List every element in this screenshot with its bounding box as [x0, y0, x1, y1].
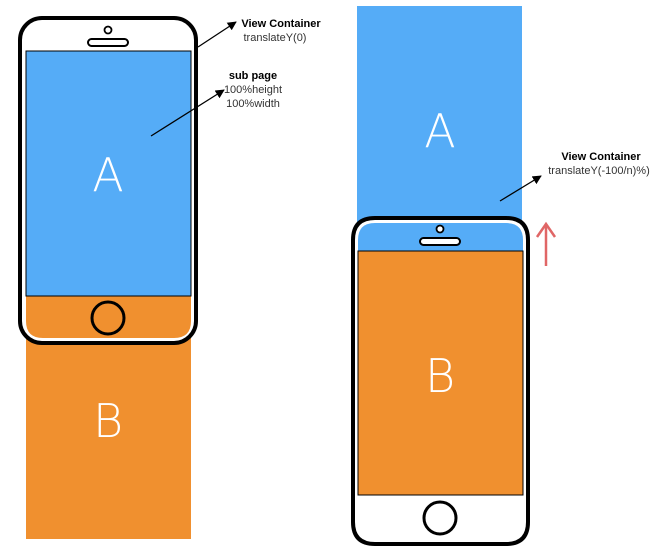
left-phone-bottom-fill	[26, 296, 191, 338]
left-speaker-icon	[87, 38, 129, 47]
right-sub-page-a	[357, 6, 522, 251]
left-sub-page-title: sub page	[229, 70, 277, 82]
left-home-button-icon	[90, 300, 126, 336]
right-view-container-arrow	[499, 175, 542, 202]
left-sub-page-width: 100%width	[226, 98, 280, 110]
left-sub-page-height: 100%height	[224, 84, 282, 96]
left-sub-page-arrow	[150, 89, 225, 137]
right-view-container-transform: translateY(-100/n)%)	[548, 165, 650, 177]
left-label-b: B	[93, 394, 123, 448]
right-label-a: A	[424, 104, 455, 158]
right-label-b: B	[425, 349, 455, 403]
left-sub-page-a	[25, 50, 192, 297]
right-home-button-icon	[422, 500, 458, 536]
scroll-up-arrow-icon	[535, 221, 557, 266]
left-view-container-title: View Container	[241, 18, 321, 30]
right-view-container-title: View Container	[561, 151, 641, 163]
right-sub-page-b	[357, 250, 524, 496]
left-view-container-transform: translateY(0)	[244, 32, 307, 44]
right-camera-icon	[435, 224, 445, 234]
right-diagram: A B View Container translateY(-100/n)%)	[351, 6, 650, 546]
left-label-a: A	[92, 148, 123, 202]
left-diagram: A B View Container translateY(0) sub pag…	[18, 16, 321, 539]
left-view-container-arrow	[197, 21, 237, 48]
left-camera-icon	[103, 25, 113, 35]
right-speaker-icon	[419, 237, 461, 246]
